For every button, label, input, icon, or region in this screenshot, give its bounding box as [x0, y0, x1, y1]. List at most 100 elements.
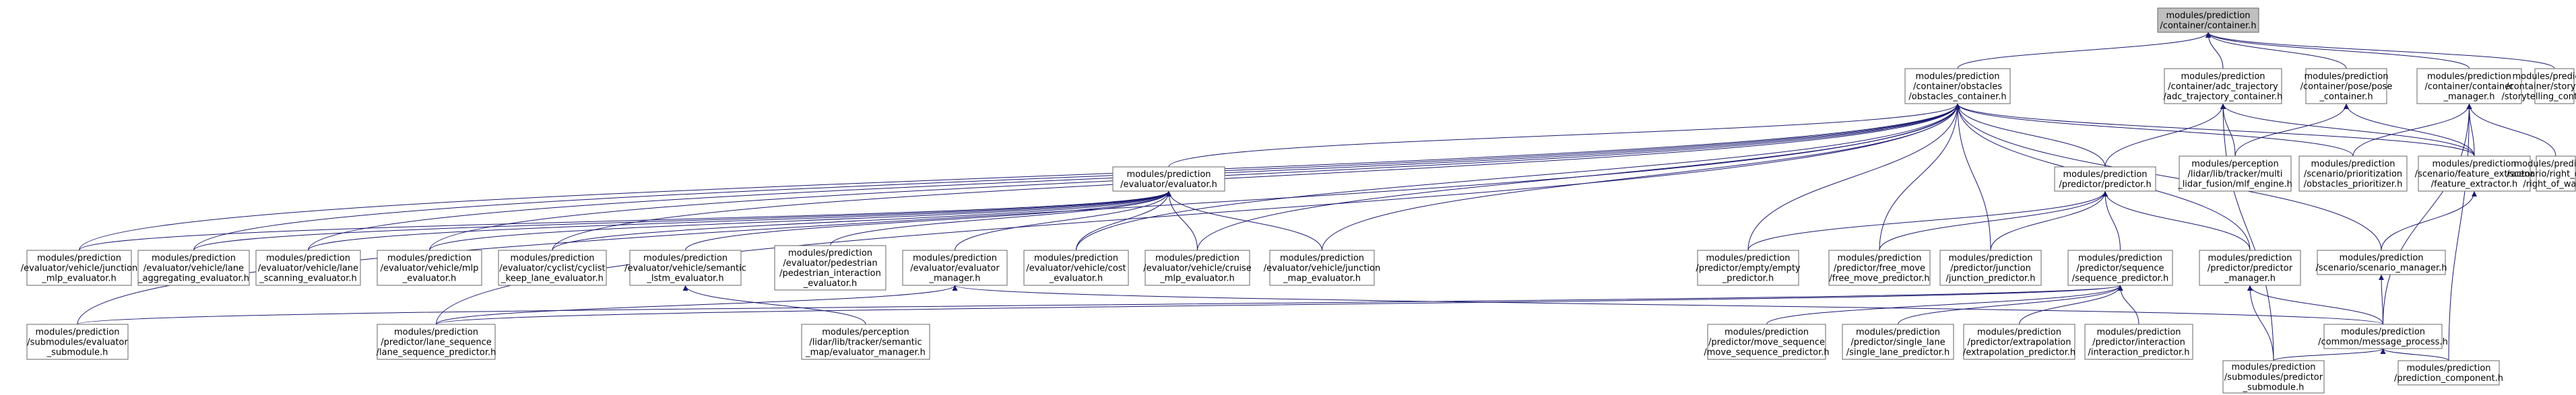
node-label-line: modules/prediction	[643, 254, 728, 264]
node-predictor[interactable]: modules/prediction/predictor/predictor.h	[2054, 166, 2156, 192]
edge-sequence-predictor-to-lane-sequence-predictor	[436, 285, 2123, 325]
edge-evaluator-manager-to-lane-sequence-predictor	[436, 285, 958, 325]
node-label-line: /submodules/evaluator	[27, 338, 128, 348]
node-label-line: modules/prediction	[1948, 254, 2032, 264]
node-message-process[interactable]: modules/prediction/common/message_proces…	[2318, 324, 2448, 349]
edge-predictor-to-predictor-manager	[2102, 190, 2251, 251]
edge-predictor-to-free-move-predictor	[1879, 190, 2108, 251]
dependency-nodes: modules/prediction/container/container.h…	[21, 7, 2576, 394]
node-scenario-manager[interactable]: modules/prediction/scenario/scenario_man…	[2316, 250, 2447, 275]
edge-predictor-to-sequence-predictor	[2102, 190, 2121, 251]
node-move-sequence-predictor[interactable]: modules/prediction/predictor/move_sequen…	[1704, 324, 1830, 360]
node-empty-predictor[interactable]: modules/prediction/predictor/empty/empty…	[1696, 250, 1801, 286]
node-label-line: _map/evaluator_manager.h	[805, 348, 926, 358]
node-semantic-lstm-evaluator[interactable]: modules/prediction/evaluator/vehicle/sem…	[624, 250, 746, 286]
edge-message-process-to-prediction-component	[2380, 348, 2449, 361]
node-lane-aggregating-evaluator[interactable]: modules/prediction/evaluator/vehicle/lan…	[137, 250, 250, 286]
edge-sequence-predictor-to-extrapolation-predictor	[2019, 285, 2123, 325]
node-junction-map-evaluator[interactable]: modules/prediction/evaluator/vehicle/jun…	[1264, 250, 1380, 286]
node-cruise-mlp-evaluator[interactable]: modules/prediction/evaluator/vehicle/cru…	[1143, 250, 1252, 286]
node-label-line: modules/prediction	[266, 254, 350, 264]
node-single-lane-predictor[interactable]: modules/prediction/predictor/single_lane…	[1842, 324, 1954, 360]
node-obstacles-prioritizer[interactable]: modules/prediction/scenario/prioritizati…	[2298, 155, 2408, 192]
edge-obstacles-container-to-obstacles-prioritizer	[1955, 103, 2354, 157]
node-label-line: /container/storytelling	[2506, 82, 2576, 92]
node-label-line: /prediction_component.h	[2394, 373, 2503, 384]
edge-predictor-manager-to-message-process	[2247, 285, 2383, 325]
edge-predictor-to-empty-predictor	[1747, 190, 2108, 251]
node-evaluator-manager[interactable]: modules/prediction/evaluator/evaluator_m…	[902, 250, 1008, 286]
node-pedestrian-interaction-evaluator[interactable]: modules/prediction/evaluator/pedestrian/…	[774, 245, 887, 291]
node-predictor-submodule[interactable]: modules/prediction/submodules/predictor_…	[2222, 360, 2325, 394]
node-box	[774, 245, 887, 291]
node-evaluator[interactable]: modules/prediction/evaluator/evaluator.h	[1112, 166, 1225, 192]
node-label-line: /container/pose/pose	[2300, 82, 2393, 92]
node-label-line: _keep_lane_evaluator.h	[501, 274, 604, 284]
edge-evaluator-manager-to-message-process	[953, 285, 2383, 325]
node-label-line: /single_lane_predictor.h	[1846, 348, 1950, 358]
edge-obstacles-container-to-lane-aggregating-evaluator	[193, 103, 1960, 251]
node-box	[26, 250, 132, 286]
node-label-line: modules/perception	[2191, 159, 2278, 170]
node-box	[1939, 250, 2042, 286]
node-label-line: /move_sequence_predictor.h	[1704, 348, 1829, 358]
node-junction-mlp-evaluator[interactable]: modules/prediction/evaluator/vehicle/jun…	[21, 250, 137, 286]
edge-evaluator-to-junction-map-evaluator	[1166, 190, 1322, 251]
node-label-line: /predictor/sequence	[2076, 264, 2164, 274]
node-storytelling-container[interactable]: modules/prediction/container/storytellin…	[2502, 68, 2576, 104]
node-container-manager[interactable]: modules/prediction/container/container_m…	[2416, 68, 2522, 104]
node-cost-evaluator[interactable]: modules/prediction/evaluator/vehicle/cos…	[1023, 250, 1129, 286]
edge-obstacles-container-to-feature-extractor	[1955, 103, 2475, 157]
node-mlp-evaluator[interactable]: modules/prediction/evaluator/vehicle/mlp…	[377, 250, 482, 286]
node-lane-scanning-evaluator[interactable]: modules/prediction/evaluator/vehicle/lan…	[255, 250, 361, 286]
node-label-line: modules/prediction	[152, 254, 236, 264]
node-label-line: _manager.h	[2224, 274, 2276, 284]
node-free-move-predictor[interactable]: modules/prediction/predictor/free_move/f…	[1828, 250, 1931, 286]
edge-adc-trajectory-container-to-feature-extractor	[2220, 103, 2475, 157]
node-evaluator-submodule[interactable]: modules/prediction/submodules/evaluator_…	[26, 324, 129, 360]
node-adc-trajectory-container[interactable]: modules/prediction/container/adc_traject…	[2164, 68, 2283, 104]
node-pose-container[interactable]: modules/prediction/container/pose/pose_c…	[2300, 68, 2393, 104]
node-prediction-component[interactable]: modules/prediction/prediction_component.…	[2394, 360, 2503, 386]
node-obstacles-container[interactable]: modules/prediction/container/obstacles/o…	[1904, 68, 2011, 104]
node-predictor-manager[interactable]: modules/prediction/predictor/predictor_m…	[2199, 250, 2301, 286]
node-semantic-map-evaluator-manager[interactable]: modules/perception/lidar/lib/tracker/sem…	[801, 324, 930, 360]
node-mlf-engine[interactable]: modules/perception/lidar/lib/tracker/mul…	[2177, 155, 2292, 192]
node-label-line: /obstacles_container.h	[1908, 92, 2006, 102]
node-label-line: _mlp_evaluator.h	[1159, 274, 1235, 284]
edge-container-to-obstacles-container	[1957, 32, 2211, 69]
edge-sequence-predictor-to-move-sequence-predictor	[1766, 285, 2123, 325]
node-junction-predictor[interactable]: modules/prediction/predictor/junction/ju…	[1939, 250, 2042, 286]
node-label-line: /predictor/lane_sequence	[381, 338, 491, 348]
edge-container-manager-to-message-process	[2383, 103, 2472, 325]
edge-adc-trajectory-container-to-predictor	[2104, 103, 2226, 168]
node-lane-sequence-predictor[interactable]: modules/prediction/predictor/lane_sequen…	[377, 324, 496, 360]
node-label-line: modules/prediction	[2311, 159, 2395, 170]
node-label-line: /storytelling_container.h	[2502, 92, 2576, 102]
node-box	[2317, 250, 2446, 275]
node-label-line: modules/prediction	[913, 254, 997, 264]
edge-evaluator-to-evaluator-manager	[955, 190, 1171, 251]
node-label-line: _mlp_evaluator.h	[41, 274, 117, 284]
node-label-line: modules/prediction	[2063, 170, 2147, 180]
node-interaction-predictor[interactable]: modules/prediction/predictor/interaction…	[2084, 324, 2193, 360]
node-label-line: /interaction_predictor.h	[2088, 348, 2189, 358]
node-right-of-way[interactable]: modules/prediction/scenario/right_of_way…	[2507, 155, 2576, 192]
node-label-line: modules/prediction	[387, 254, 472, 264]
node-label-line: modules/prediction	[2181, 72, 2265, 82]
node-feature-extractor[interactable]: modules/prediction/scenario/feature_extr…	[2415, 155, 2534, 192]
node-label-line: _scanning_evaluator.h	[259, 274, 357, 284]
node-label-line: /evaluator/evaluator.h	[1120, 180, 1217, 190]
edge-predictor-manager-to-predictor-submodule	[2247, 285, 2274, 361]
node-extrapolation-predictor[interactable]: modules/prediction/predictor/extrapolati…	[1963, 324, 2075, 360]
edge-obstacles-container-to-cyclist-keep-lane-evaluator	[552, 103, 1960, 251]
node-box	[2164, 68, 2282, 104]
node-label-line: /lidar/lib/tracker/multi	[2188, 170, 2283, 180]
node-sequence-predictor[interactable]: modules/prediction/predictor/sequence/se…	[2067, 250, 2173, 286]
node-label-line: modules/prediction	[2078, 254, 2162, 264]
node-container[interactable]: modules/prediction/container/container.h	[2157, 7, 2259, 33]
edge-scenario-manager-to-message-process	[2379, 274, 2385, 325]
node-cyclist-keep-lane-evaluator[interactable]: modules/prediction/evaluator/cyclist/cyc…	[498, 250, 607, 286]
node-label-line: modules/prediction	[2406, 363, 2490, 373]
node-box	[255, 250, 361, 286]
